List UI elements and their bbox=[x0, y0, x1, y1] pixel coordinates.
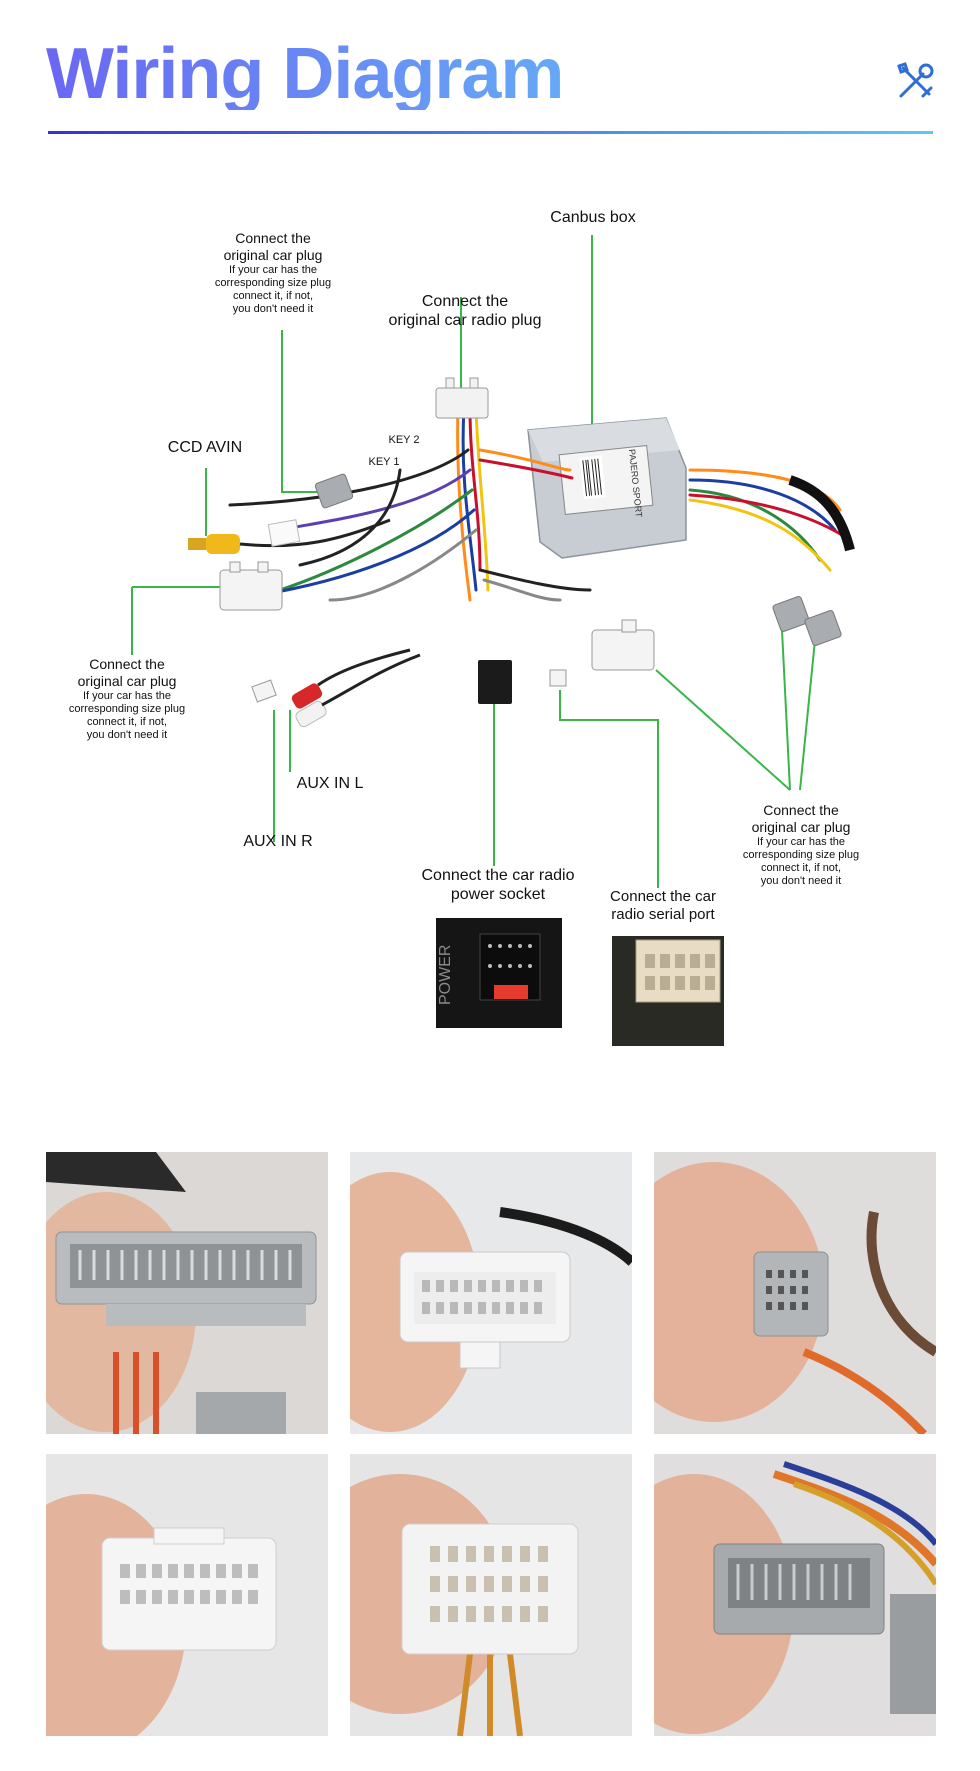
label-power-socket: Connect the car radio power socket bbox=[421, 867, 575, 903]
diagram-drawing: PAJERO SPORT bbox=[131, 235, 855, 1046]
power-socket-photo: POWER bbox=[436, 918, 562, 1028]
label-left-plug: Connect the original car plug If your ca… bbox=[68, 656, 186, 741]
ccd-rca bbox=[188, 518, 391, 554]
tools-icon bbox=[897, 62, 934, 98]
label-aux-in-l: AUX IN L bbox=[296, 775, 364, 792]
title-underline bbox=[48, 131, 933, 134]
label-ccd-avin: CCD AVIN bbox=[167, 439, 243, 456]
wire-bundle bbox=[228, 406, 852, 602]
connector-photo-grid bbox=[46, 1152, 936, 1736]
callout-left-plug bbox=[131, 586, 220, 655]
label-serial-port: Connect the car radio serial port bbox=[610, 888, 716, 923]
page-title: Wiring Diagram bbox=[46, 34, 564, 114]
label-aux-in-r: AUX IN R bbox=[243, 833, 313, 850]
callout-right-plug bbox=[655, 629, 816, 791]
gray-plug-top bbox=[314, 473, 354, 509]
photo-gray-small-connector bbox=[654, 1152, 936, 1434]
label-radio-plug: Connect the original car radio plug bbox=[388, 293, 542, 329]
label-key2: KEY 2 bbox=[388, 434, 420, 446]
bundle-wrap bbox=[788, 475, 855, 552]
right-white-plug bbox=[591, 619, 655, 671]
label-right-plug: Connect the original car plug If your ca… bbox=[742, 802, 860, 887]
label-key1: KEY 1 bbox=[368, 456, 400, 468]
label-canbus-box: Canbus box bbox=[550, 209, 636, 226]
photo-gray-connector-b bbox=[654, 1454, 936, 1736]
power-print: POWER bbox=[437, 945, 454, 1005]
canbus-box-drawing: PAJERO SPORT bbox=[527, 417, 687, 559]
photo-white-connector-c bbox=[350, 1454, 632, 1736]
callout-serial bbox=[559, 690, 659, 888]
gray-plug-right-a bbox=[772, 596, 810, 632]
gray-plug-right-b bbox=[804, 610, 842, 646]
callout-top-plug bbox=[281, 330, 318, 493]
aux-rca bbox=[291, 648, 421, 728]
power-connector bbox=[478, 660, 512, 704]
radio-plug bbox=[435, 387, 489, 419]
label-top-plug: Connect the original car plug If your ca… bbox=[214, 230, 332, 315]
serial-port-photo bbox=[612, 936, 724, 1046]
callout-lines bbox=[131, 235, 816, 888]
photo-white-connector-a bbox=[350, 1152, 632, 1434]
wiring-diagram: PAJERO SPORT bbox=[0, 150, 980, 1070]
photo-gray-large-connector bbox=[46, 1152, 328, 1434]
photo-white-connector-b bbox=[46, 1454, 328, 1736]
serial-small-plug bbox=[549, 669, 567, 687]
left-white-plug bbox=[219, 561, 283, 611]
